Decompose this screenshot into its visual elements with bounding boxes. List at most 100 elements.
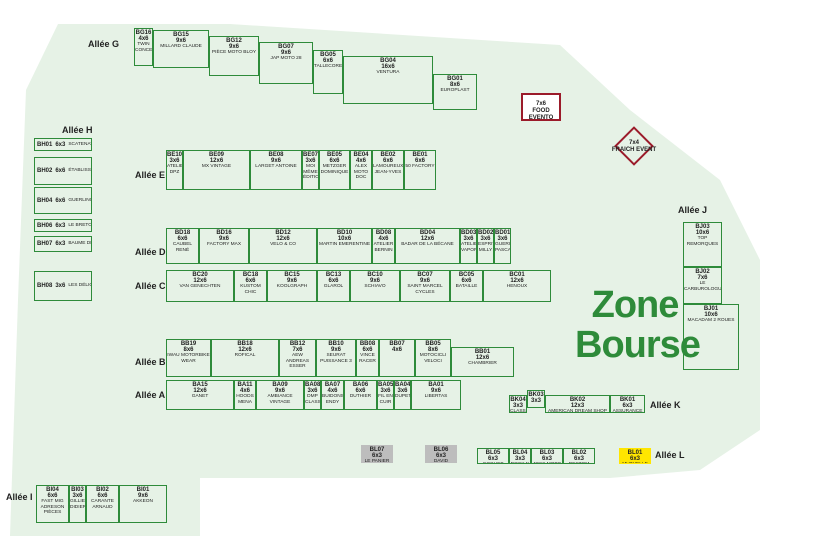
stand-bk04[interactable]: BK043x3CLASSIC EXPERT xyxy=(509,395,527,413)
stand-bl05[interactable]: BL056x3GOGHET xyxy=(477,448,509,464)
stand-size: 9x6 xyxy=(369,278,380,284)
stand-bl02[interactable]: BL026x3RESTOM xyxy=(563,448,595,464)
stand-size: 9x6 xyxy=(330,347,341,353)
stand-ba04[interactable]: BA043x6DUPETTE xyxy=(394,380,411,410)
stand-name: ATELIER BERNIN xyxy=(373,242,394,253)
stand-id: BL04 xyxy=(512,450,528,456)
stand-bl04[interactable]: BL043x3ROCK N BIKE xyxy=(509,448,531,464)
stand-name: TALLECORE xyxy=(314,64,343,69)
stand-bd03[interactable]: BD033x6ATELIER VAPOR xyxy=(460,228,477,264)
stand-bl03[interactable]: BL036x3JOSS MOTO xyxy=(531,448,563,464)
stand-name: BADAR DE LA BÉCANE xyxy=(401,242,454,247)
stand-id: BG07 xyxy=(278,44,294,50)
stand-id: BH01 xyxy=(37,141,53,148)
food-evento-stand[interactable]: 7x6 FOOD EVENTO xyxy=(521,93,561,121)
stand-name: DUPETTE xyxy=(395,394,411,399)
stand-bd01[interactable]: BD013x6GUERIN PASCAL xyxy=(494,228,511,264)
stand-id: BE01 xyxy=(412,152,428,158)
stand-size: 6x3 xyxy=(573,456,584,462)
stand-size: 12x6 xyxy=(193,278,207,284)
stand-id: BL01 xyxy=(627,450,643,456)
stand-bi03[interactable]: BI033x6GILLIER DIDIER xyxy=(69,485,86,523)
stand-size: 6x3 xyxy=(55,222,66,229)
stand-name: DAVID TATOO xyxy=(433,459,449,463)
stand-be10[interactable]: BE103x6ATELIER DPZ xyxy=(166,150,183,190)
stand-id: BC05 xyxy=(458,272,475,278)
stand-name: ROCK N BIKE xyxy=(510,462,530,463)
stand-bh02[interactable]: BH026x6ÉTABLISSEMENT PARFAIT DUCATI PARI… xyxy=(34,157,92,185)
stand-bh04[interactable]: BH046x6GUERLINGER GÉRARD xyxy=(34,187,92,214)
stand-id: BG15 xyxy=(173,32,189,38)
stand-id: BH08 xyxy=(37,283,53,289)
stand-name: DMP CLASSIC xyxy=(305,394,321,405)
stand-id: BK04 xyxy=(510,397,526,403)
stand-id: BK03 xyxy=(528,392,544,398)
stand-id: BI02 xyxy=(96,487,109,493)
stand-id: BD16 xyxy=(216,230,232,236)
stand-id: BH06 xyxy=(37,222,53,229)
stand-bl01[interactable]: BL016x3MUTUELLE DES MOTARDS xyxy=(619,448,651,464)
stand-size: 3x6 xyxy=(305,158,316,164)
